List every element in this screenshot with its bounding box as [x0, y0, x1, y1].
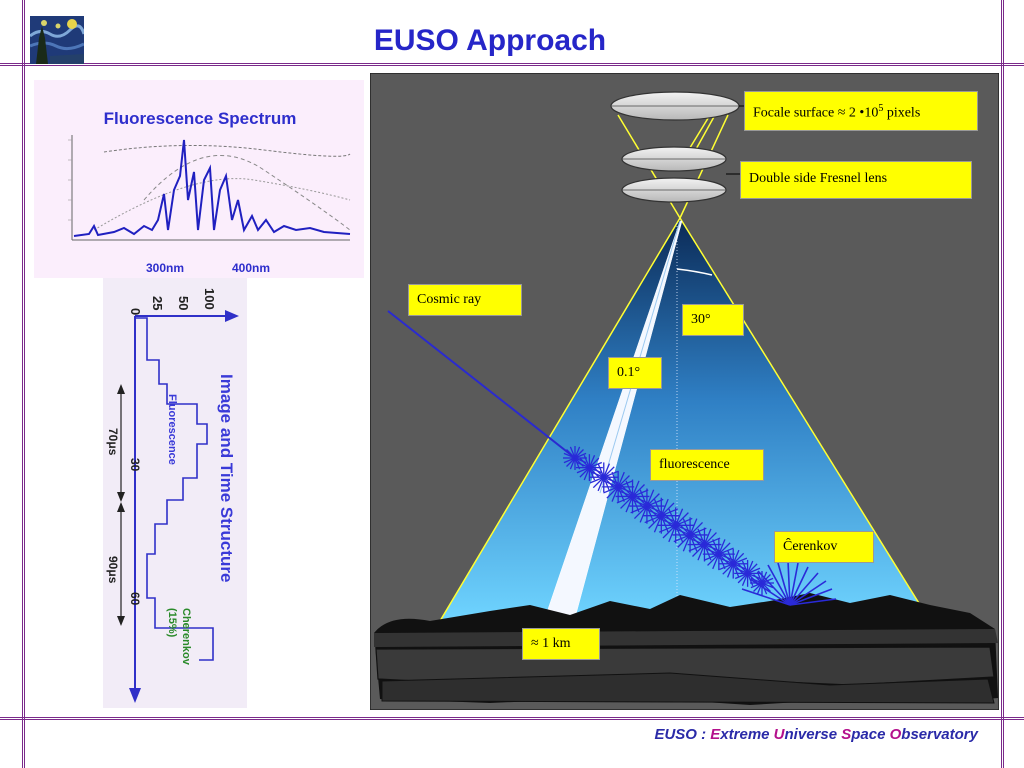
- shower-blob: [750, 571, 774, 595]
- shower-blob: [718, 548, 749, 579]
- fluorescence-spectrum-figure: Fluorescence Spectrum 300nm 400nm: [34, 80, 364, 278]
- tick-0: 0: [128, 308, 143, 315]
- cherenkov-axis-label: Cherenkov: [180, 608, 192, 666]
- focal-surface-label: Focale surface ≈ 2 •105 pixels: [744, 91, 978, 131]
- air-shower-track: [563, 446, 774, 595]
- time-structure-title: Image and Time Structure: [217, 374, 236, 582]
- bottom-divider-line: [0, 717, 1024, 720]
- cerenkov-burst: [741, 560, 837, 606]
- spectrum-axis-left: 300nm: [146, 261, 184, 275]
- scale-label: ≈ 1 km: [522, 628, 600, 660]
- shower-blob: [575, 454, 603, 482]
- time-label-60: 60: [128, 592, 142, 606]
- tick-50: 50: [176, 296, 191, 310]
- spectrum-axis-right: 400nm: [232, 261, 270, 275]
- spectrum-title: Fluorescence Spectrum: [104, 109, 297, 128]
- fluorescence-label: fluorescence: [650, 449, 764, 481]
- time-structure-figure: 0 25 50 100 30 60 70μs 90μs Fluorescence…: [103, 278, 247, 708]
- fresnel-lens-label: Double side Fresnel lens: [740, 161, 972, 199]
- left-divider-line: [22, 0, 25, 768]
- pixel-angle-label: 0.1°: [608, 357, 662, 389]
- tick-25: 25: [150, 296, 165, 310]
- starry-night-logo: [30, 16, 84, 64]
- right-divider-line: [1001, 0, 1004, 768]
- cosmic-ray-label: Cosmic ray: [408, 284, 522, 316]
- fov-angle-label: 30°: [682, 304, 744, 336]
- spectrum-plot: Fluorescence Spectrum 300nm 400nm: [68, 109, 351, 275]
- cosmic-ray-track: [387, 310, 576, 459]
- cerenkov-label: Ĉerenkov: [774, 531, 874, 563]
- field-of-view-cone: [440, 218, 930, 621]
- tick-100: 100: [202, 288, 217, 310]
- shower-blob: [563, 446, 587, 470]
- slide-title: EUSO Approach: [373, 24, 607, 57]
- duration-70us: 70μs: [106, 428, 120, 456]
- fluorescence-axis-label: Fluorescence: [166, 394, 178, 465]
- top-divider-line: [0, 63, 1024, 66]
- euso-observation-diagram: Focale surface ≈ 2 •105 pixels Double si…: [369, 72, 1000, 711]
- time-label-30: 30: [128, 458, 142, 472]
- cherenkov-percent-label: (15%): [166, 608, 178, 638]
- shower-blob: [588, 462, 619, 493]
- time-structure-plot: 0 25 50 100 30 60 70μs 90μs Fluorescence…: [106, 288, 239, 703]
- shower-blob: [734, 559, 762, 587]
- footer-title: EUSO : Extreme Universe Space Observator…: [654, 726, 978, 743]
- duration-90us: 90μs: [106, 556, 120, 584]
